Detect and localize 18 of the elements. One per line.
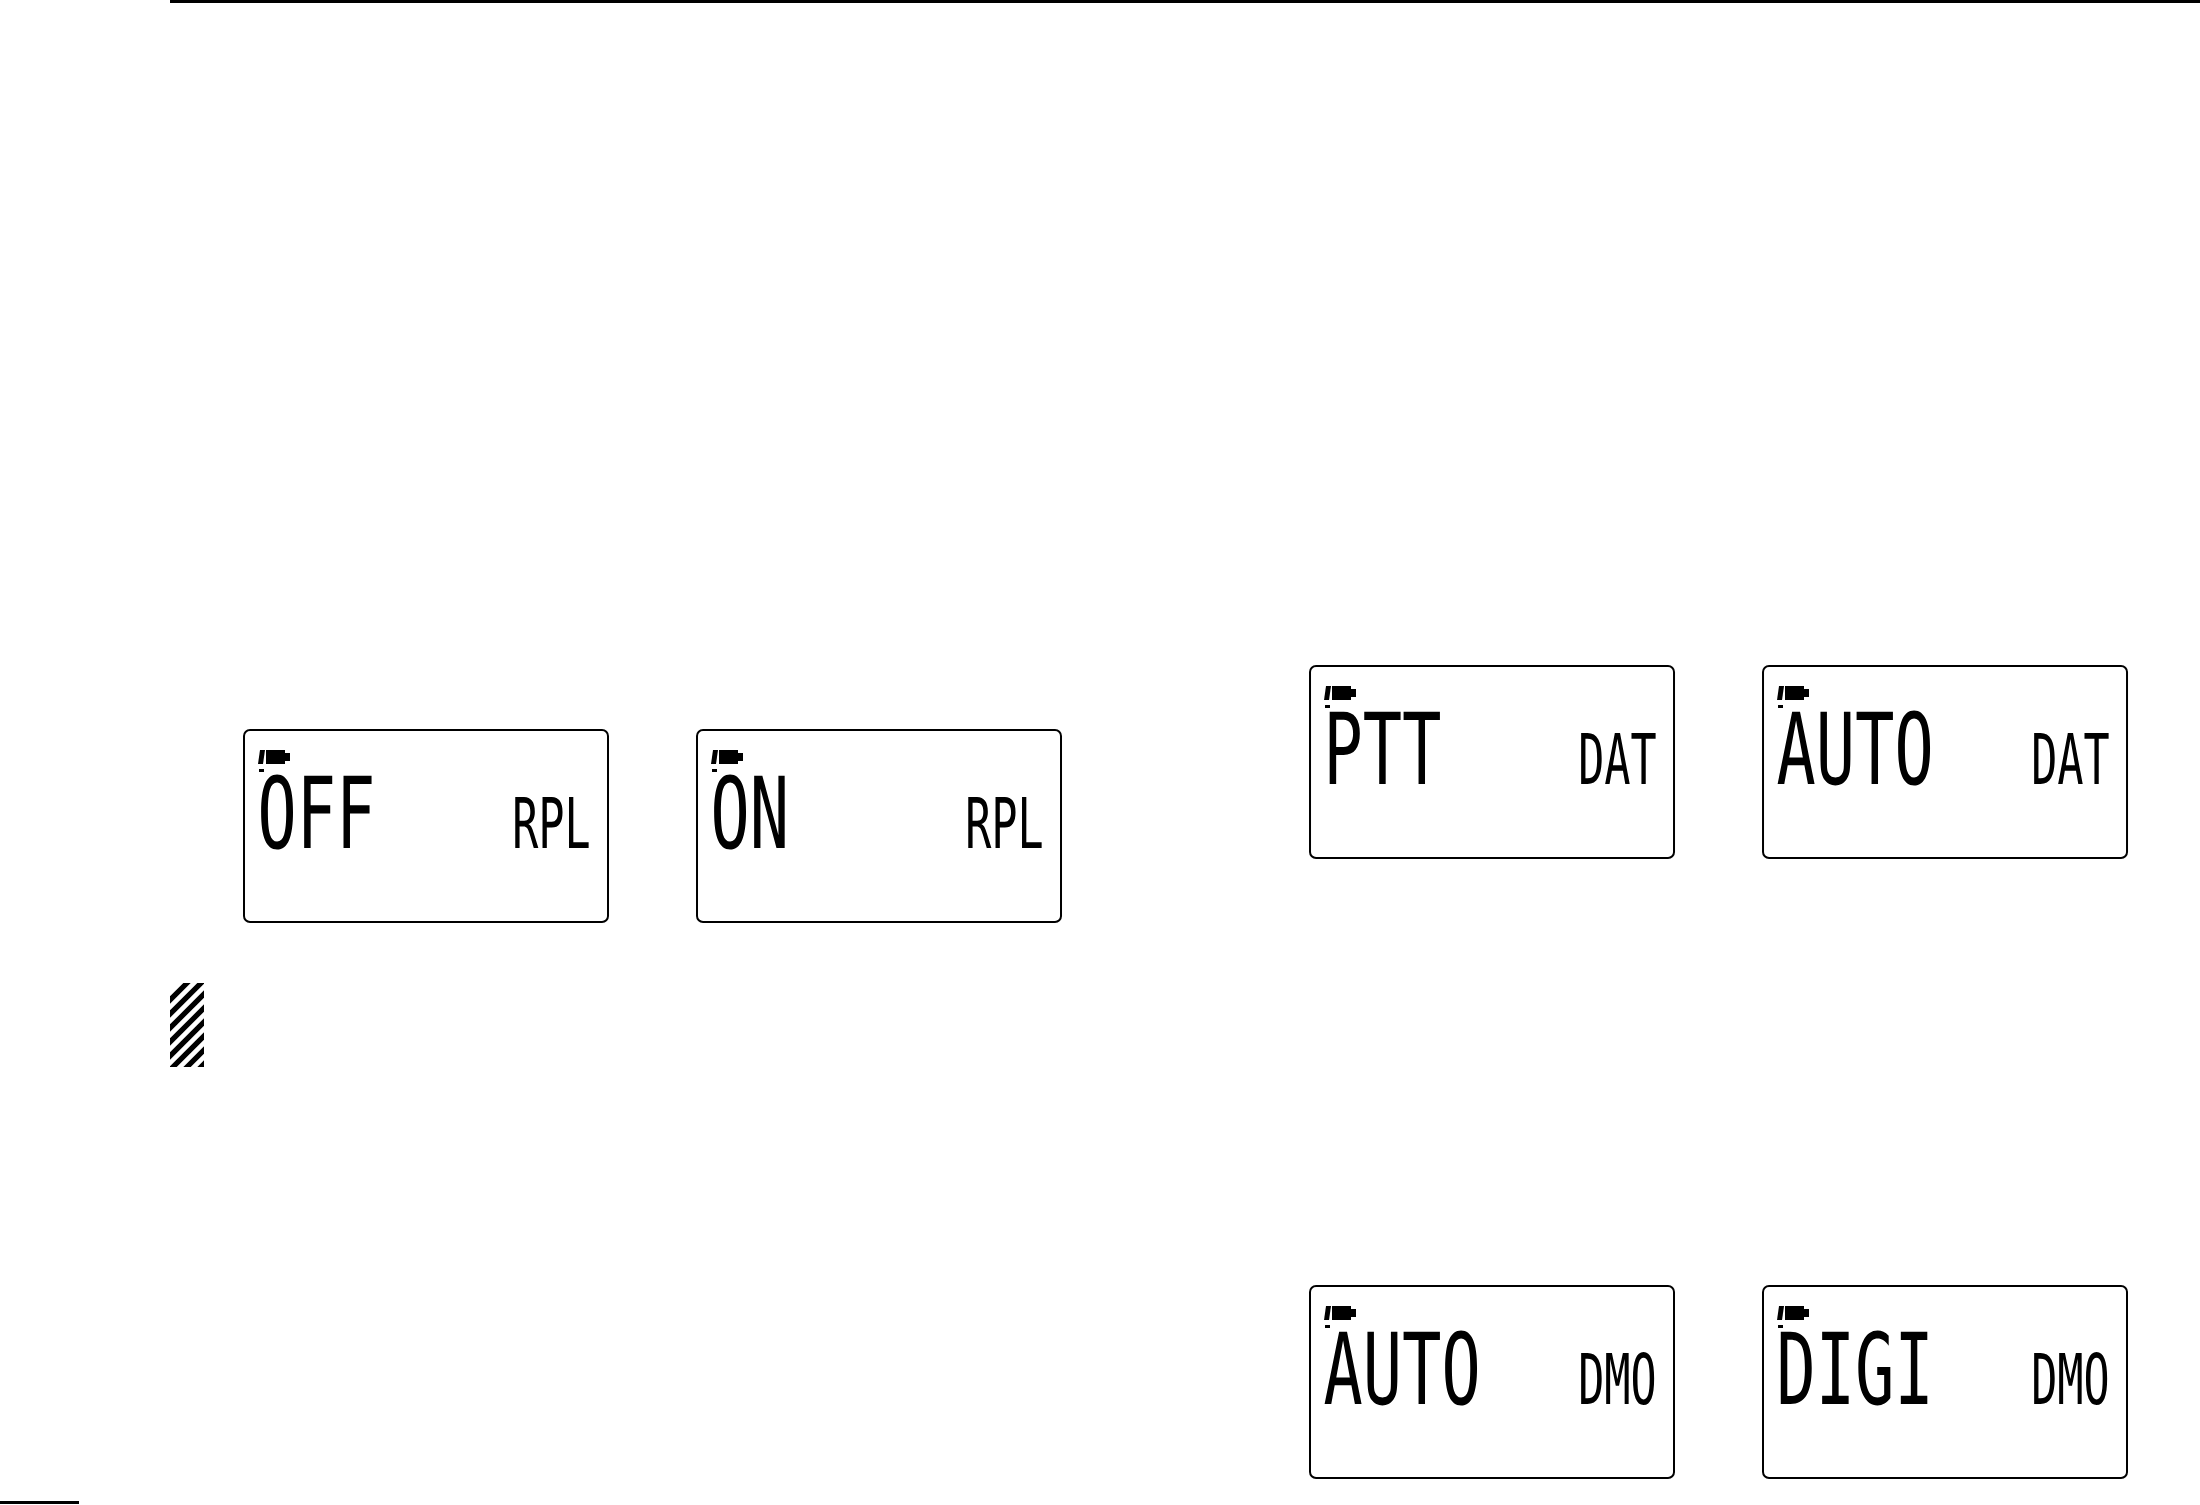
display-text: AUTO: [1324, 1330, 1477, 1406]
lcd-screen: [1309, 665, 1675, 859]
lcd-screen: [1762, 1285, 2128, 1479]
mode-text: RPL: [515, 797, 589, 848]
mode-text: DAT: [1581, 733, 1656, 784]
mode-text: DMO: [2034, 1352, 2108, 1405]
display-text: AUTO: [1777, 710, 1931, 786]
mode-text: DAT: [2034, 733, 2109, 784]
display-text: ON: [714, 774, 785, 850]
lcd-screen: [243, 729, 609, 923]
mode-text: DMO: [1581, 1352, 1655, 1405]
mode-text: RPL: [968, 797, 1042, 848]
lcd-screen: [1762, 665, 2128, 859]
lcd-screen: [1309, 1285, 1675, 1479]
lcd-screen: [696, 729, 1062, 923]
display-text: DIGI: [1780, 1330, 1928, 1406]
display-text: OFF: [261, 774, 372, 850]
display-text: PTT: [1329, 711, 1440, 784]
